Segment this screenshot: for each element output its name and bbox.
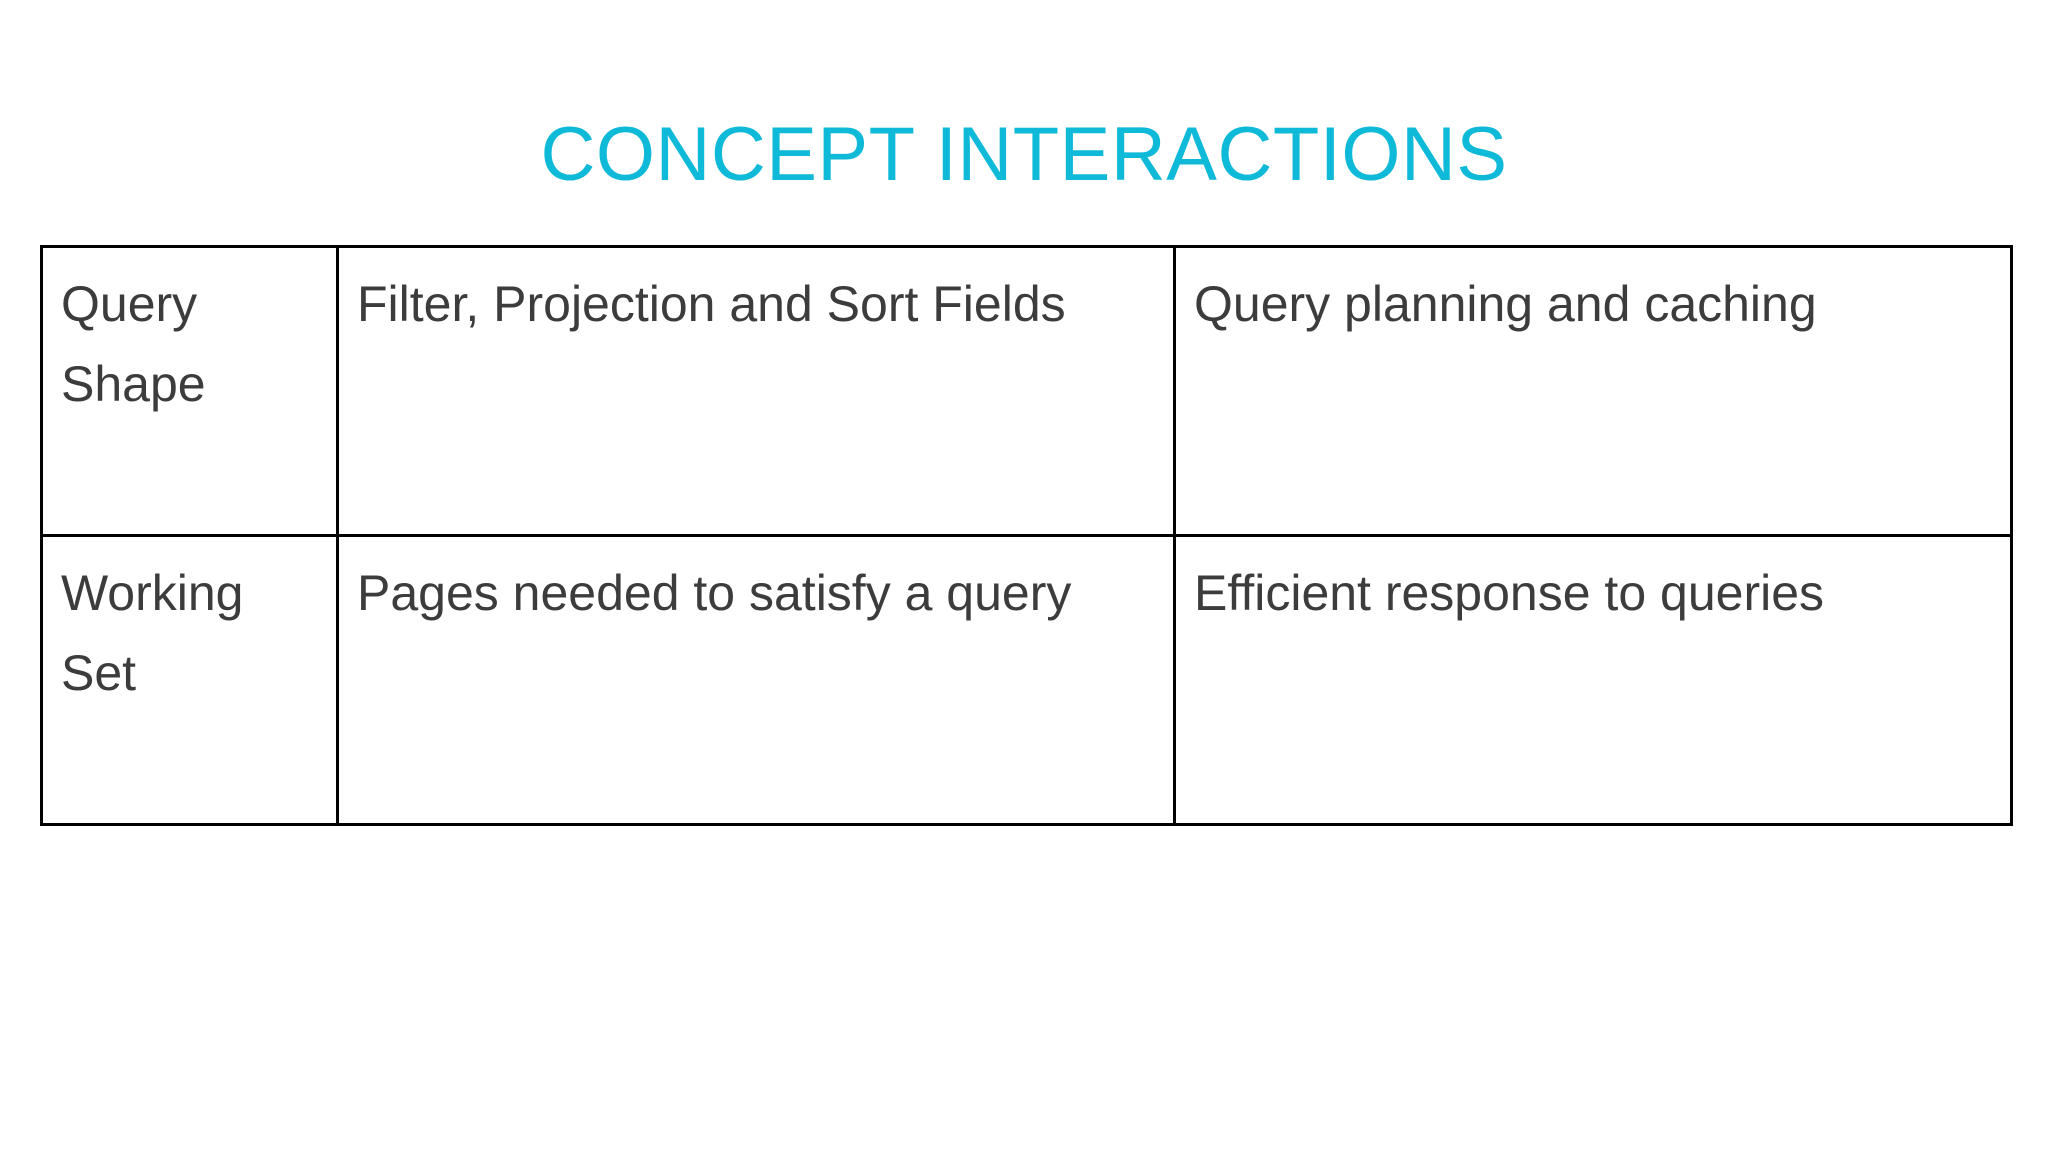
- cell-description: Filter, Projection and Sort Fields: [336, 245, 1176, 537]
- cell-text: Query planning and caching: [1194, 276, 1817, 332]
- cell-text: Query Shape: [61, 276, 206, 412]
- cell-concept: Query Shape: [40, 245, 339, 537]
- cell-impact: Efficient response to queries: [1173, 534, 2013, 826]
- cell-text: Filter, Projection and Sort Fields: [357, 276, 1066, 332]
- concept-interactions-table: Query Shape Filter, Projection and Sort …: [40, 245, 2013, 826]
- cell-concept: Working Set: [40, 534, 339, 826]
- cell-impact: Query planning and caching: [1173, 245, 2013, 537]
- cell-text: Working Set: [61, 565, 244, 701]
- table-row: Working Set Pages needed to satisfy a qu…: [40, 534, 2013, 826]
- cell-text: Efficient response to queries: [1194, 565, 1825, 621]
- page-title: CONCEPT INTERACTIONS: [540, 112, 1508, 197]
- cell-description: Pages needed to satisfy a query: [336, 534, 1176, 826]
- table-row: Query Shape Filter, Projection and Sort …: [40, 245, 2013, 537]
- cell-text: Pages needed to satisfy a query: [357, 565, 1072, 621]
